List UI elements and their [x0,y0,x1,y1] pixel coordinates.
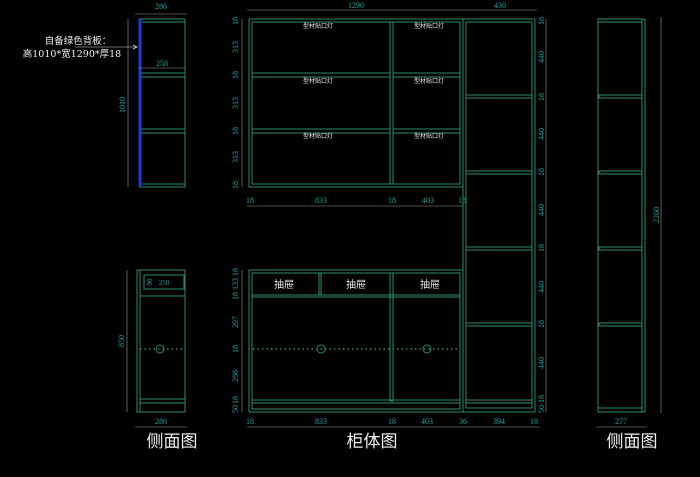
dim: 18 [458,196,466,205]
dim: 297 [231,316,240,328]
dim-side-inner: 258 [156,59,168,68]
lower-left-dims: 18 133 18 297 18 298 18 50 [231,268,240,413]
dim-lower-side-width: 286 [155,417,167,426]
dim: 18 [537,168,546,176]
dim: 18 [231,181,240,189]
dim: 313 [231,41,240,53]
shelf-light-label: 型材贴口灯 [414,77,444,85]
dim: 440 [537,128,546,140]
dim: 18 [231,292,240,300]
dim: 133 [231,278,240,290]
dim-tall-width: 430 [494,1,506,10]
dim: 18 [231,396,240,404]
dim: 18 [231,17,240,25]
dim: 440 [537,51,546,63]
dim-drawer-width: 250 [159,279,170,287]
dim: 403 [422,196,434,205]
lower-bottom-dims: 18 833 18 403 36 394 18 [246,417,538,426]
dim: 440 [537,204,546,216]
dim: 440 [537,281,546,293]
shelf-pin-circle [155,344,165,354]
dim: 833 [315,417,327,426]
dim: 18 [537,244,546,252]
drawer-label: 抽屉 [420,278,440,291]
dim-right-side-height: 2260 [652,207,661,223]
lower-side-view: 250 90 850 286 [117,269,187,428]
dim: 18 [231,268,240,276]
dim: 313 [231,151,240,163]
lower-cabinet: 抽屉 抽屉 抽屉 [241,269,540,428]
dim-total-width: 1290 [348,1,364,10]
tall-cabinet [462,18,547,413]
drawer-label: 抽屉 [274,278,294,291]
drawer-label: 抽屉 [346,278,366,291]
dim: 18 [231,71,240,79]
dim: 313 [231,97,240,109]
dim: 36 [459,417,467,426]
dim-drawer-height: 90 [146,278,154,286]
dim: 18 [530,417,538,426]
dim: 50 [231,405,240,413]
dim: 18 [537,17,546,25]
right-side-view: 2260 277 [596,17,662,428]
upper-left-dims: 18 313 18 313 18 313 18 [231,17,240,189]
tall-right-dims: 18 440 18 440 18 440 18 440 18 440 50 18 [537,17,546,413]
shelf-pin-circle [316,344,326,354]
shelf-light-label: 型材贴口灯 [303,132,333,140]
dim: 18 [388,417,396,426]
dim-right-side-width: 277 [615,417,627,426]
dim: 18 [388,196,396,205]
dim-side-height: 1010 [118,97,127,113]
dim: 403 [421,417,433,426]
dim: 18 [246,196,254,205]
back-panel-note-1: 自备绿色背板： [45,35,112,47]
title-side-view-left: 侧面图 [147,432,198,452]
dim-side-width: 286 [155,2,167,11]
shelf-pin-circle [422,344,432,354]
dim: 298 [231,370,240,382]
title-side-view-right: 侧面图 [607,432,658,452]
shelf-light-label: 型材贴口灯 [414,132,444,140]
dim: 833 [315,196,327,205]
upper-bottom-dims: 18 833 18 403 18 [246,196,466,205]
dim: 394 [493,417,505,426]
shelf-light-label: 型材贴口灯 [414,22,444,30]
dim: 440 [537,357,546,369]
dim: 18 [537,93,546,101]
dim: 18 [231,127,240,135]
title-cabinet-view: 柜体图 [347,432,398,452]
arrow-icon [132,44,138,50]
dim: 18 [246,417,254,426]
dim: 18 [231,345,240,353]
dim-lower-side-height: 850 [117,335,126,347]
shelf-light-label: 型材贴口灯 [303,22,333,30]
upper-side-view: 286 258 1010 自备绿色背板： 高1010*宽1290*厚18 [23,2,187,188]
back-panel-note-2: 高1010*宽1290*厚18 [23,48,121,60]
upper-cabinet: 型材贴口灯 型材贴口灯 型材贴口灯 型材贴口灯 型材贴口灯 型材贴口灯 1290… [241,1,537,207]
dim: 18 [537,320,546,328]
shelf-light-label: 型材贴口灯 [303,77,333,85]
dim: 50 18 [537,395,546,413]
